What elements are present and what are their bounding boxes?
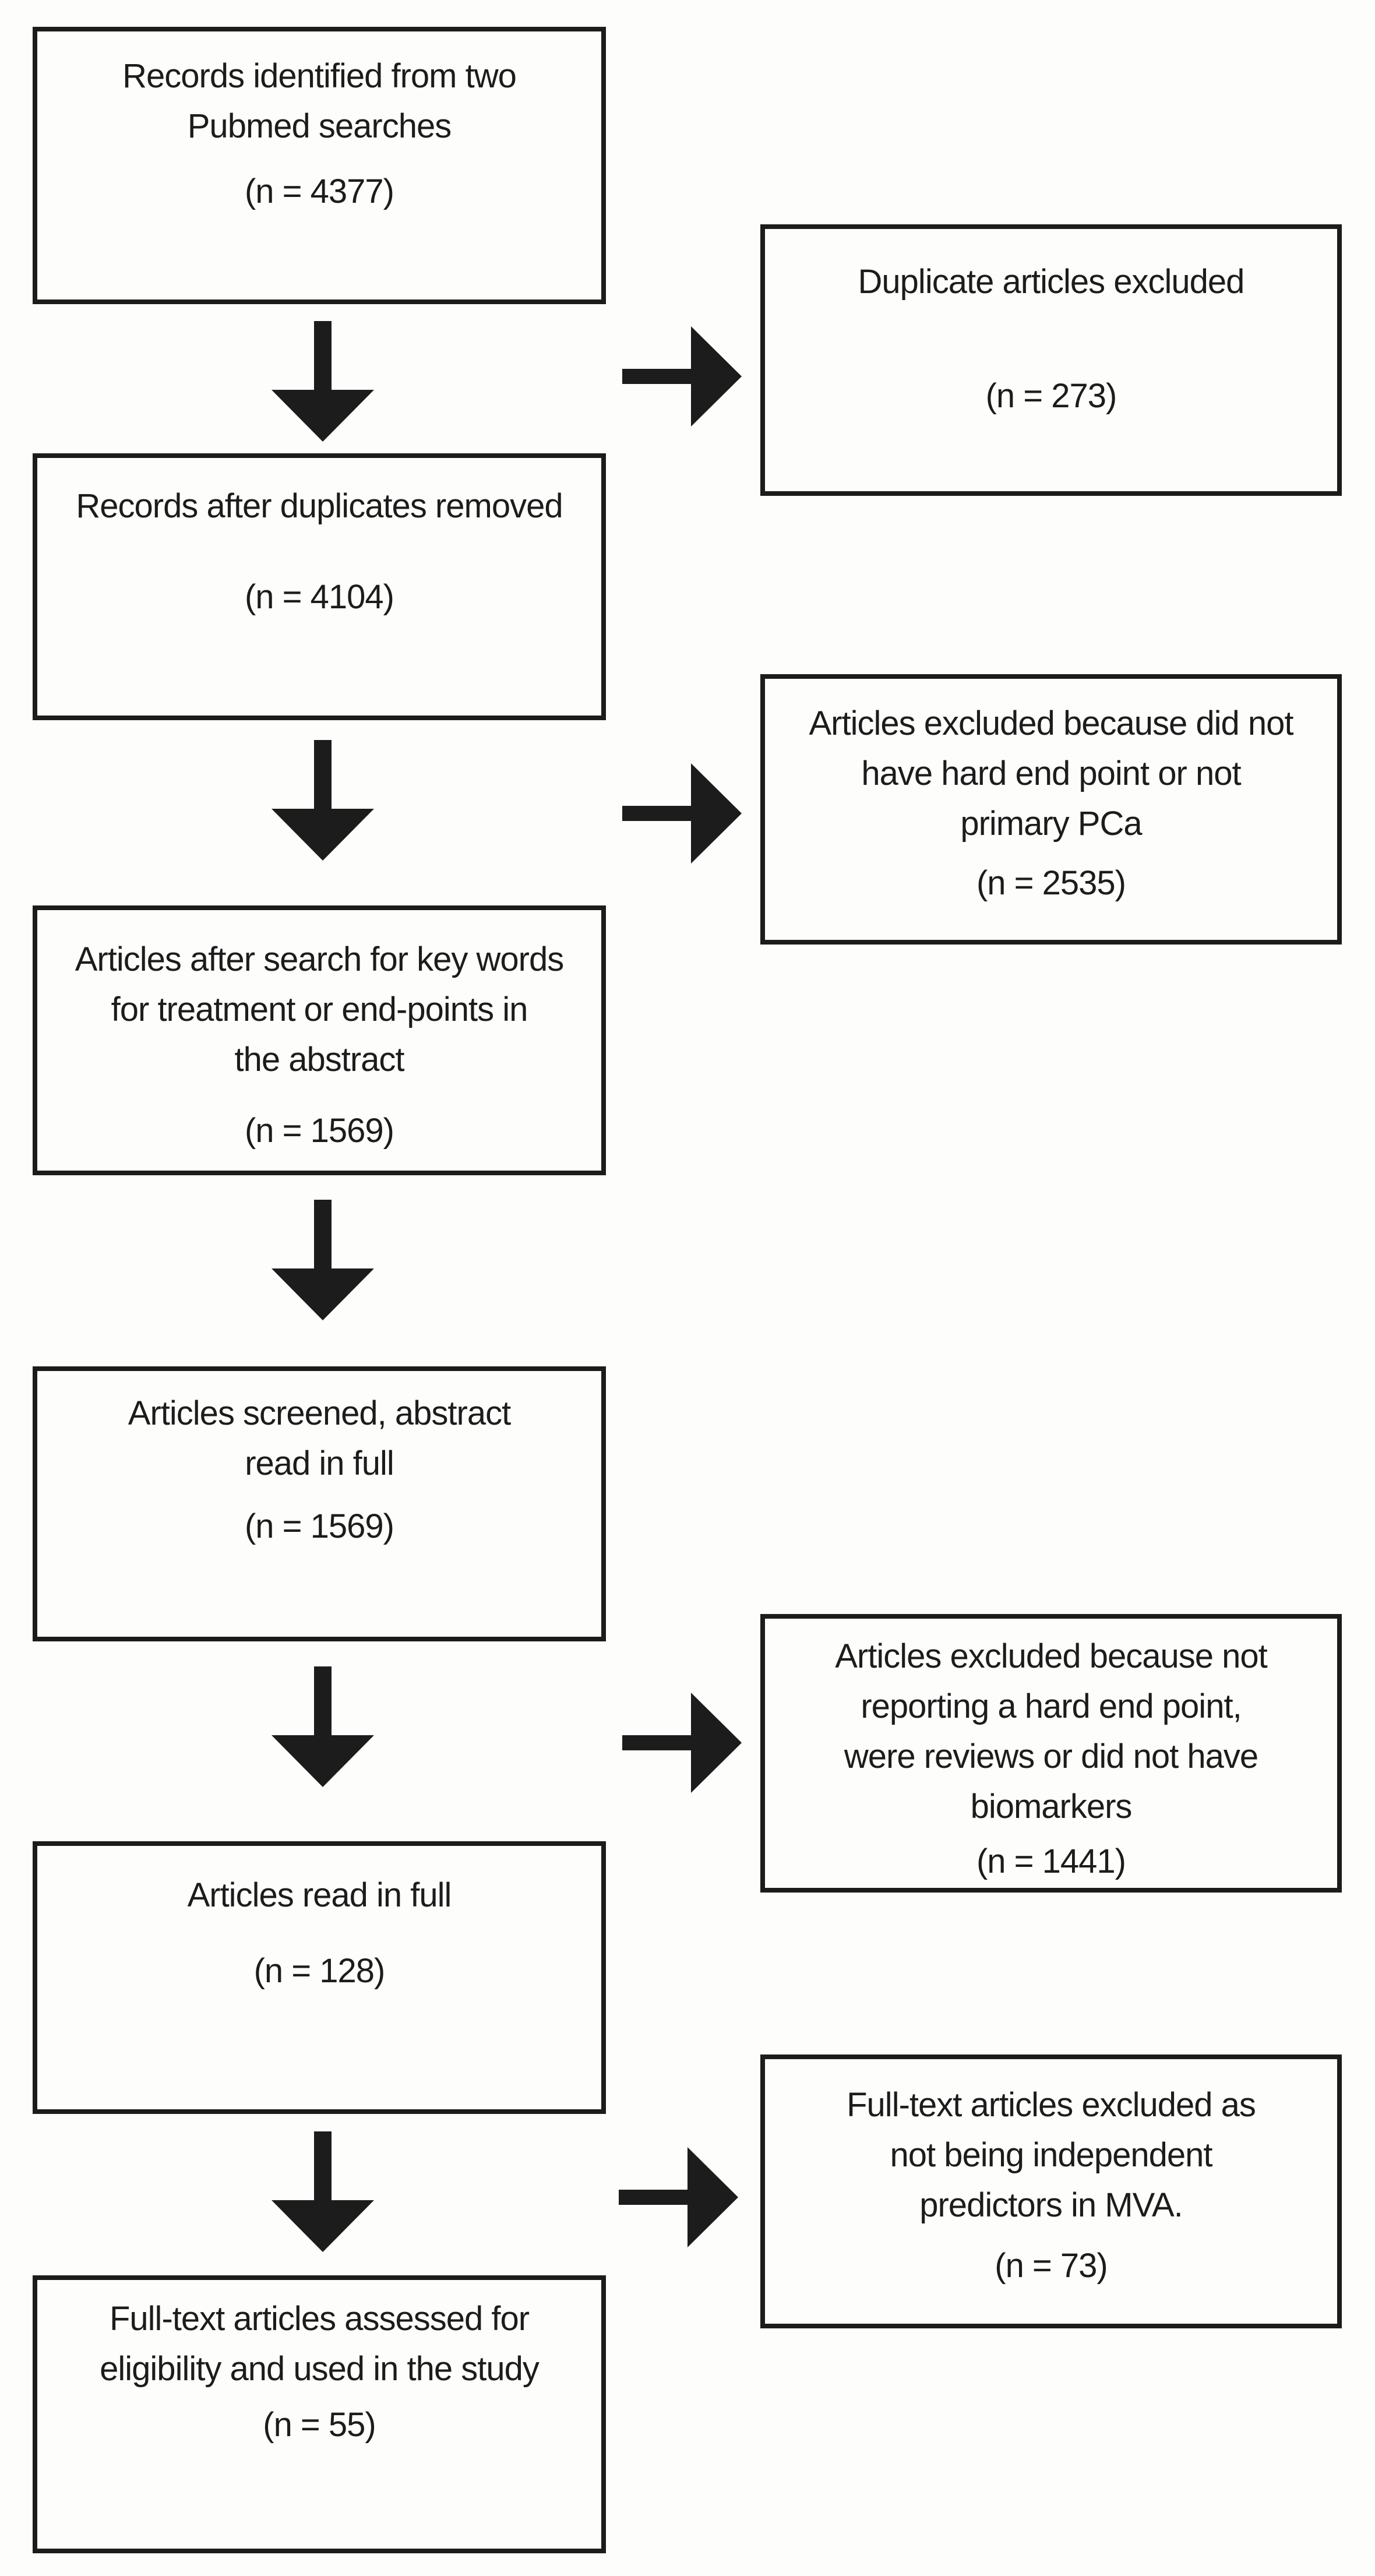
right-arrow-icon — [622, 1693, 742, 1793]
box-count: (n = 55) — [263, 2406, 376, 2444]
box-title: Articles excluded because not reporting … — [835, 1637, 1268, 1826]
flow-box-records-after-duplicates: Records after duplicates removed (n = 41… — [33, 453, 606, 720]
right-arrow-icon — [619, 2147, 738, 2247]
box-count: (n = 128) — [253, 1952, 386, 1990]
box-title: Articles excluded because did not have h… — [809, 704, 1293, 843]
flow-box-keyword-filtered-articles: Articles after search for key words for … — [33, 905, 606, 1175]
box-title: Articles screened, abstract read in full — [128, 1394, 511, 1482]
box-count: (n = 273) — [985, 377, 1117, 415]
down-arrow-icon — [272, 321, 374, 442]
down-arrow-icon — [272, 2131, 374, 2252]
flow-box-fulltext-excluded-mva: Full-text articles excluded as not being… — [760, 2055, 1342, 2328]
box-title: Articles after search for key words for … — [75, 940, 565, 1079]
box-title: Records after duplicates removed — [76, 487, 563, 525]
flow-box-records-identified: Records identified from two Pubmed searc… — [33, 27, 606, 304]
box-title: Articles read in full — [187, 1876, 452, 1914]
flow-box-articles-read-in-full: Articles read in full (n = 128) — [33, 1841, 606, 2114]
right-arrow-icon — [622, 763, 742, 864]
box-title: Records identified from two Pubmed searc… — [122, 57, 517, 145]
box-count: (n = 4104) — [244, 578, 394, 616]
flow-box-excluded-no-hard-endpoint: Articles excluded because did not have h… — [760, 674, 1342, 945]
box-count: (n = 73) — [995, 2247, 1108, 2285]
down-arrow-icon — [272, 740, 374, 861]
box-count: (n = 1441) — [976, 1842, 1126, 1880]
box-count: (n = 4377) — [244, 172, 394, 210]
down-arrow-icon — [272, 1666, 374, 1787]
flow-box-duplicates-excluded: Duplicate articles excluded (n = 273) — [760, 224, 1342, 496]
flow-box-excluded-reviews-no-biomarkers: Articles excluded because not reporting … — [760, 1614, 1342, 1893]
box-title: Full-text articles excluded as not being… — [847, 2086, 1256, 2224]
flow-box-abstracts-screened: Articles screened, abstract read in full… — [33, 1366, 606, 1641]
down-arrow-icon — [272, 1200, 374, 1320]
box-count: (n = 2535) — [976, 864, 1126, 902]
flow-box-assessed-for-eligibility: Full-text articles assessed for eligibil… — [33, 2275, 606, 2553]
box-title: Duplicate articles excluded — [858, 263, 1245, 301]
box-count: (n = 1569) — [244, 1112, 394, 1150]
box-title: Full-text articles assessed for eligibil… — [100, 2300, 540, 2388]
box-count: (n = 1569) — [244, 1507, 394, 1545]
right-arrow-icon — [622, 326, 742, 427]
